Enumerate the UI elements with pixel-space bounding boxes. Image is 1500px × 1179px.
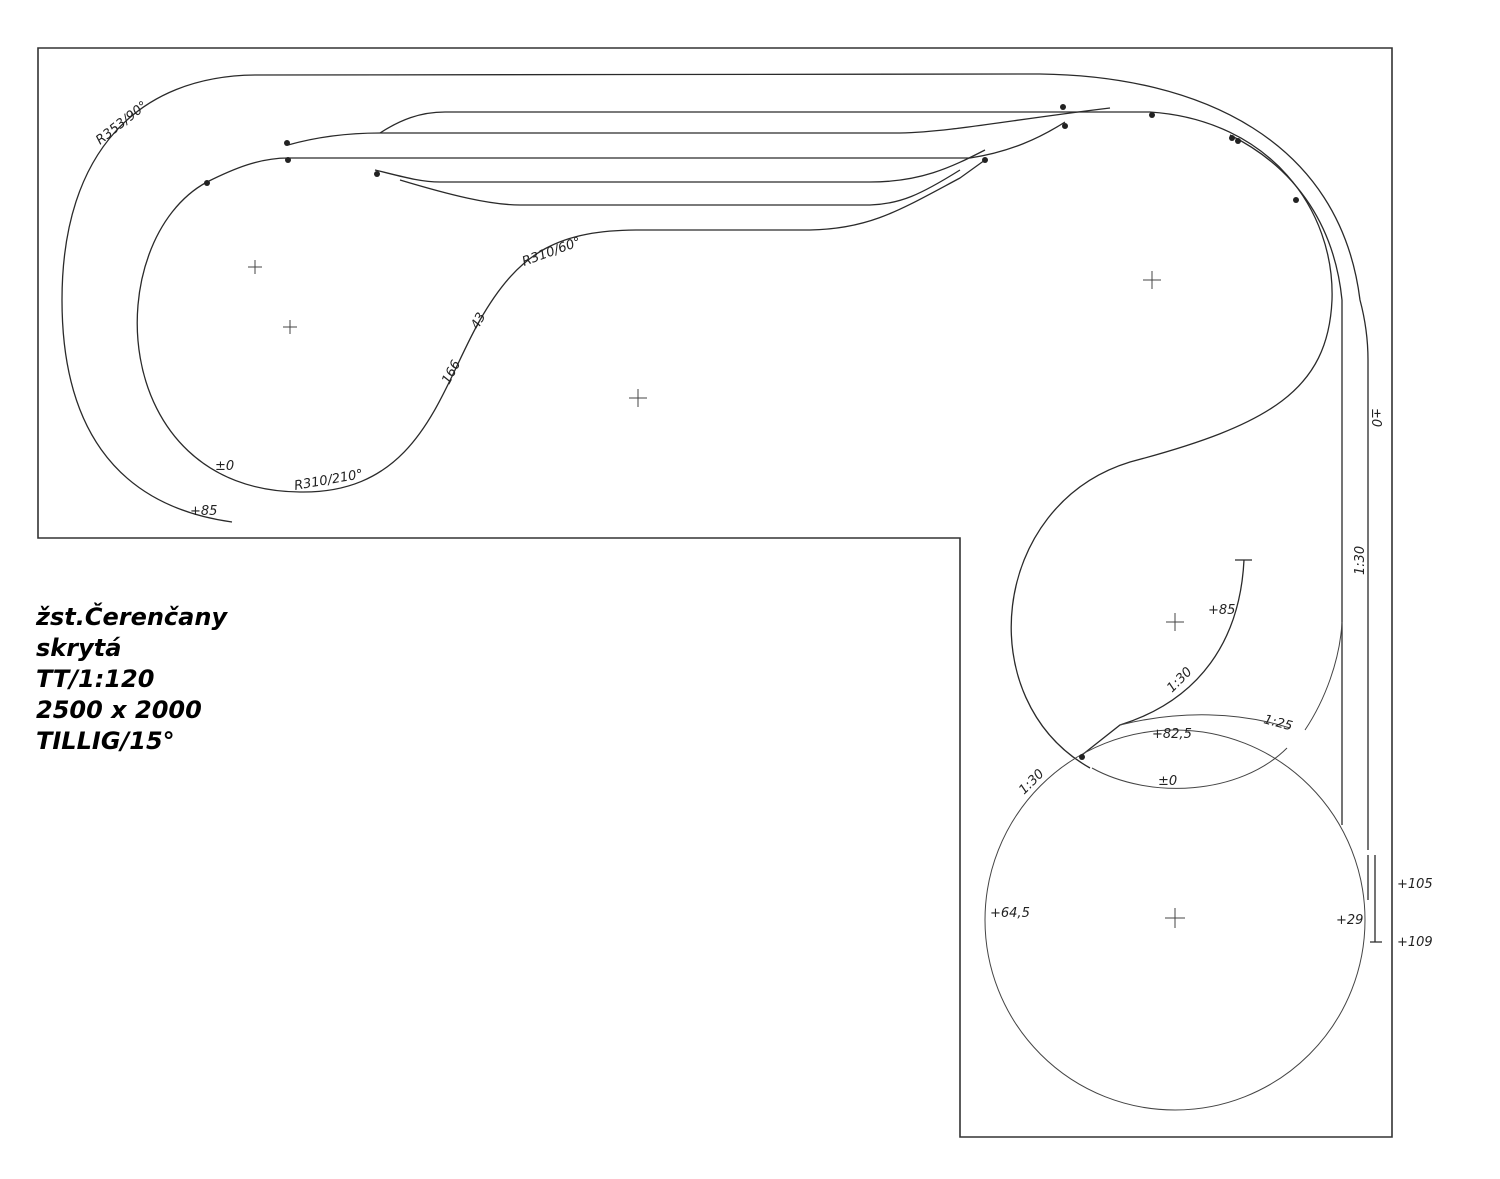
label-29: +29 — [1336, 913, 1363, 928]
label-825: +82,5 — [1152, 727, 1192, 742]
spur-track — [1081, 559, 1252, 756]
right-branch-track — [1229, 134, 1343, 825]
yard-track-4 — [374, 149, 986, 183]
label-r310-60: R310/60° — [520, 235, 583, 270]
right-inner-track — [1010, 111, 1333, 769]
label-spur-85: +85 — [1208, 603, 1235, 618]
end-track — [1367, 855, 1382, 943]
legend-station: žst.Čerenčany — [36, 603, 228, 631]
label-r353: R353/90° — [93, 99, 151, 149]
outer-track — [61, 73, 1369, 850]
label-loop-zero: ±0 — [1158, 774, 1177, 789]
label-125: 1:25 — [1262, 712, 1294, 734]
label-right-zero: ±0 — [1368, 408, 1383, 427]
label-loop-130: 1:30 — [1016, 767, 1047, 798]
yard-track-5 — [399, 169, 961, 206]
upper-circle-arc — [1304, 621, 1343, 731]
label-109: +109 — [1397, 935, 1433, 950]
centre-marks — [248, 260, 1185, 928]
yard-track-1 — [379, 111, 1150, 134]
yard-track-2 — [287, 107, 1111, 146]
label-43: 43 — [468, 310, 489, 332]
bottom-arc — [1091, 747, 1288, 789]
label-645: +64,5 — [990, 906, 1030, 921]
legend-size: 2500 x 2000 — [36, 696, 202, 724]
legend-scale: TT/1:120 — [36, 665, 155, 693]
inner-loop-track — [136, 159, 986, 493]
lower-helix-circle — [984, 729, 1366, 1111]
link-track — [1119, 714, 1291, 729]
label-left-zero: ±0 — [215, 459, 234, 474]
label-right-130: 1:30 — [1353, 546, 1368, 575]
label-166: 166 — [439, 358, 464, 387]
baseboard-outline — [37, 47, 1393, 1138]
label-105: +105 — [1397, 877, 1433, 892]
legend-system: TILLIG/15° — [36, 727, 175, 755]
plan-legend: žst.Čerenčany skrytá TT/1:120 2500 x 200… — [36, 602, 227, 757]
turnout-markers — [204, 104, 1299, 760]
label-spur-130: 1:30 — [1164, 665, 1195, 696]
label-left-85: +85 — [190, 504, 217, 519]
legend-type: skrytá — [36, 634, 122, 662]
